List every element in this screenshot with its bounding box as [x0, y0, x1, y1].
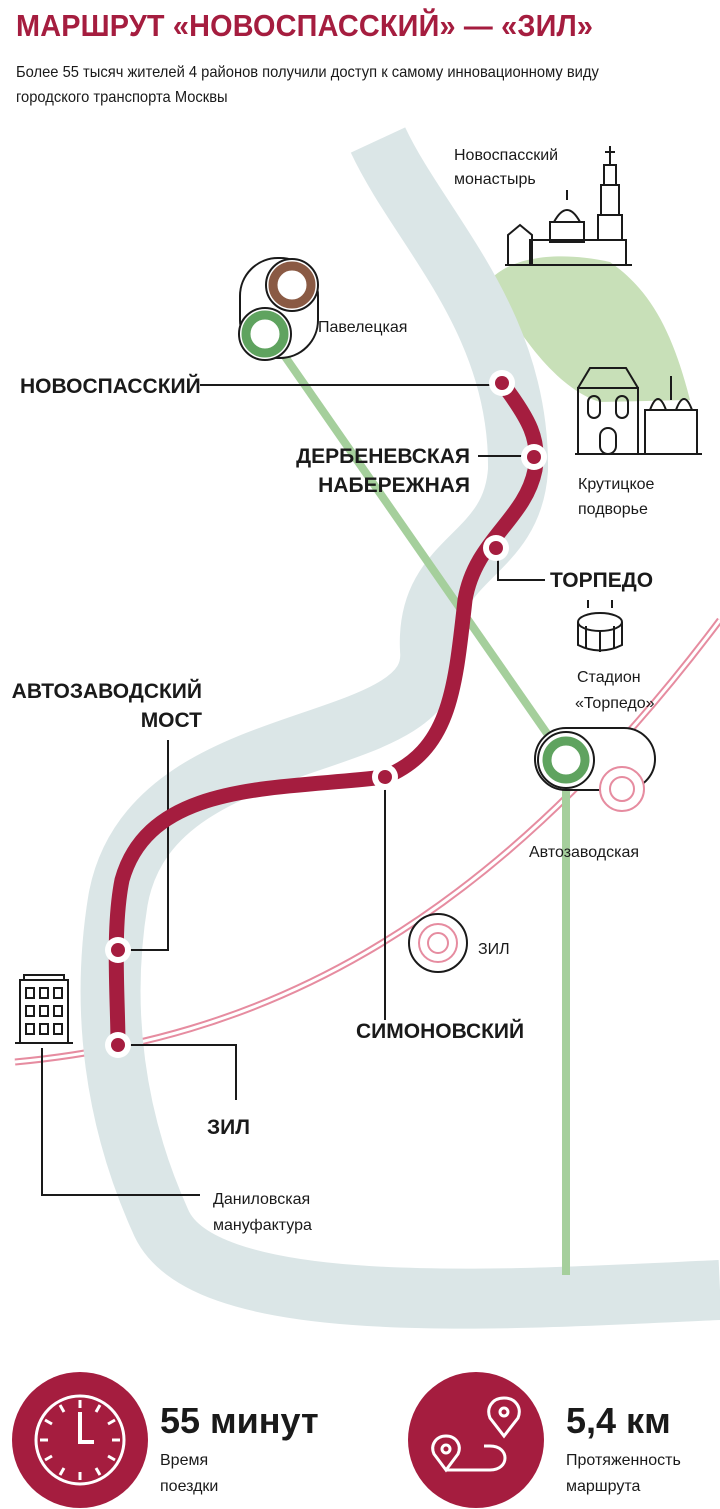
label-monastery-1: Новоспасский	[454, 147, 558, 164]
label-derbenevskaya-2: НАБЕРЕЖНАЯ	[318, 474, 470, 497]
label-monastery-2: монастырь	[454, 171, 536, 188]
monastery-icon	[505, 146, 632, 266]
label-derbenevskaya-1: ДЕРБЕНЕВСКАЯ	[296, 445, 470, 468]
mcc-zil-icon[interactable]	[408, 913, 468, 973]
route-stops	[105, 370, 547, 1058]
label-krutitskoe-1: Крутицкое	[578, 476, 655, 493]
route-pins-icon	[408, 1372, 544, 1508]
stat-time-label-1: Время	[160, 1452, 208, 1469]
label-zil: ЗИЛ	[207, 1116, 250, 1139]
krutitskoe-icon	[575, 367, 702, 455]
label-danilovskaya-2: мануфактура	[213, 1217, 312, 1234]
label-avtozavodsky-2: МОСТ	[141, 709, 202, 732]
label-mcc-zil: ЗИЛ	[478, 941, 510, 958]
page-title: МАРШРУТ «НОВОСПАССКИЙ» — «ЗИЛ»	[16, 8, 594, 43]
stat-time-label-2: поездки	[160, 1478, 218, 1495]
label-stadium-2: «Торпедо»	[575, 695, 655, 712]
stadium-icon	[577, 600, 623, 652]
stat-length-label-1: Протяженность	[566, 1452, 681, 1469]
moskva-river	[80, 126, 720, 1329]
label-novospassky: НОВОСПАССКИЙ	[20, 374, 201, 398]
label-avtozavodskaya: Автозаводская	[529, 844, 639, 861]
label-avtozavodsky-1: АВТОЗАВОДСКИЙ	[12, 679, 202, 703]
metro-green-line	[266, 332, 566, 758]
park-area	[490, 256, 690, 402]
factory-building-icon	[15, 974, 73, 1044]
clock-icon	[12, 1372, 148, 1508]
page-subtitle: Более 55 тысяч жителей 4 районов получил…	[16, 64, 599, 106]
stat-length-value: 5,4 км	[566, 1400, 671, 1441]
label-danilovskaya-1: Даниловская	[213, 1191, 310, 1208]
metro-paveletskaya-icon[interactable]	[238, 257, 319, 361]
route-line	[108, 375, 544, 1053]
label-paveletskaya: Павелецкая	[318, 319, 407, 336]
stat-length-label-2: маршрута	[566, 1478, 641, 1495]
stat-time-value: 55 минут	[160, 1400, 319, 1441]
label-krutitskoe-2: подворье	[578, 501, 648, 518]
metro-avtozavodskaya-icon[interactable]	[534, 727, 656, 812]
label-stadium-1: Стадион	[577, 669, 641, 686]
label-torpedo: ТОРПЕДО	[550, 569, 653, 592]
label-simonovsky: СИМОНОВСКИЙ	[356, 1019, 524, 1043]
